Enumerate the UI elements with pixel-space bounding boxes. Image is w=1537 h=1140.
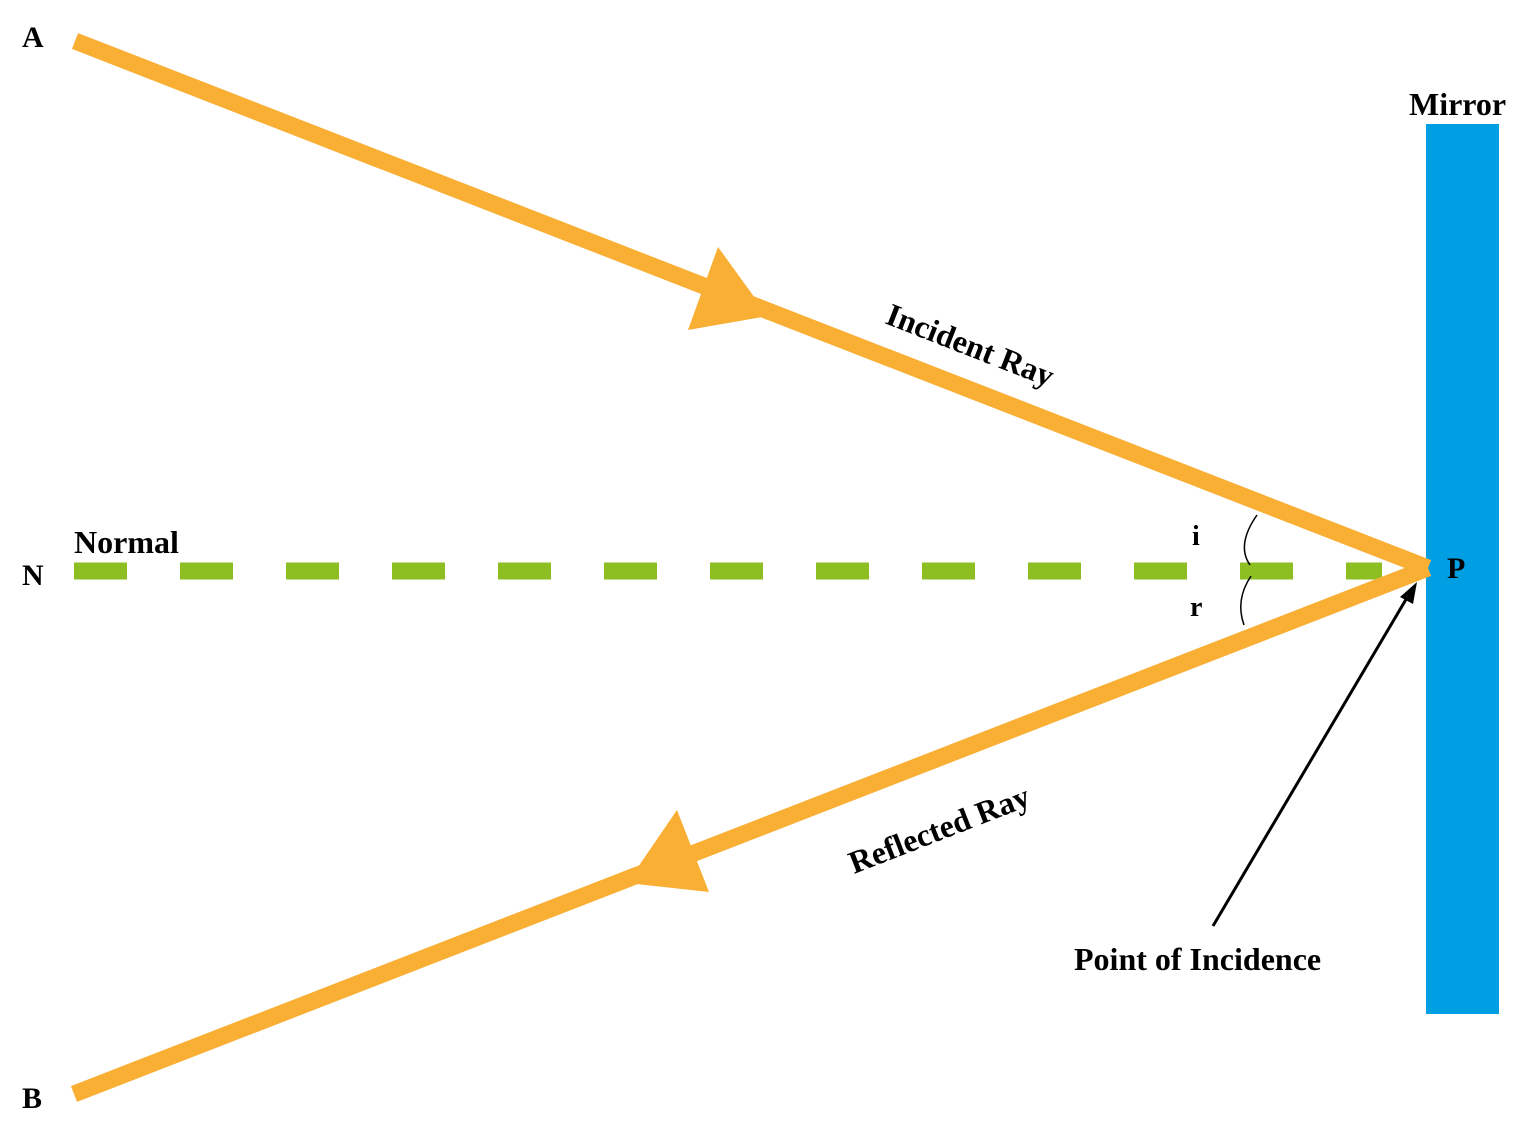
label-point-of-incidence: Point of Incidence: [1074, 941, 1321, 977]
label-angle-i: i: [1192, 521, 1200, 552]
pointer-arrow-line: [1211, 595, 1410, 927]
label-point-b: B: [22, 1082, 42, 1115]
angle-i-arc: [1243, 514, 1258, 566]
reflected-arrowhead: [627, 810, 709, 892]
label-normal: Normal: [74, 524, 179, 560]
label-incident-ray: Incident Ray: [881, 296, 1059, 394]
mirror: [1426, 124, 1499, 1014]
reflected-ray: [70, 560, 1432, 1102]
label-mirror: Mirror: [1409, 86, 1506, 122]
incident-arrowhead: [688, 247, 768, 330]
angle-r-arc: [1240, 575, 1252, 626]
label-point-p: P: [1447, 552, 1465, 585]
label-point-n: N: [22, 559, 44, 592]
label-point-a: A: [22, 21, 44, 54]
label-angle-r: r: [1190, 592, 1202, 623]
pointer-arrowhead: [1400, 582, 1417, 604]
